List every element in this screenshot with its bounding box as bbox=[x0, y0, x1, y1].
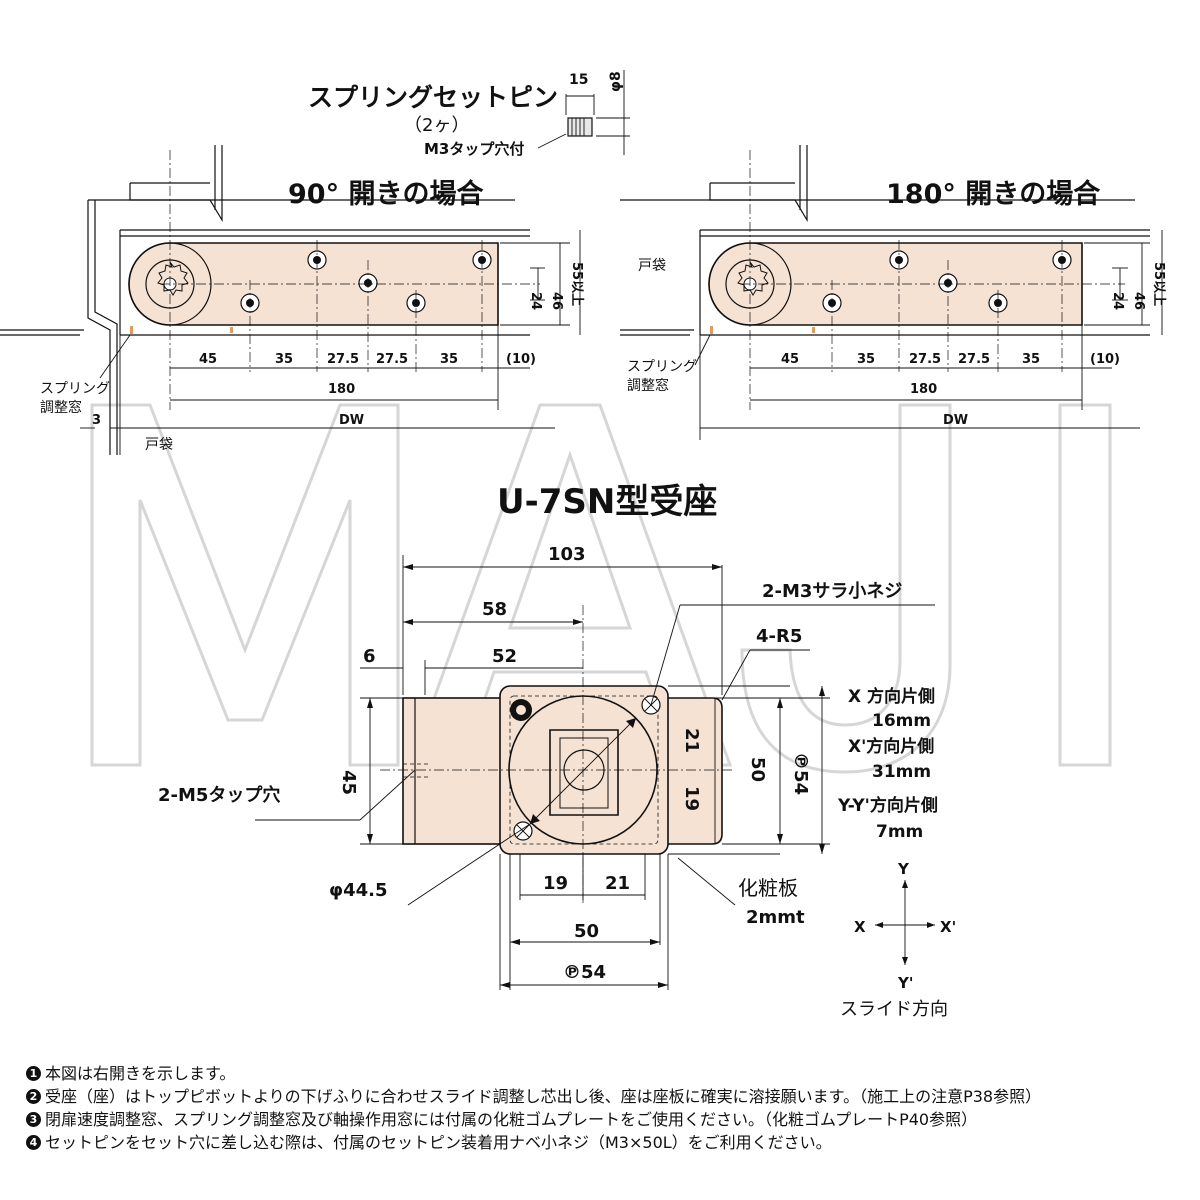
right-spring-window-2: 調整窓 bbox=[627, 377, 669, 394]
receiver-dim-103: 103 bbox=[548, 544, 586, 565]
left-dim-55: 55以上 bbox=[569, 262, 584, 306]
right-dim-27b: 27.5 bbox=[958, 352, 990, 367]
receiver-plate-label: 化粧板 bbox=[738, 876, 798, 900]
notes-list: 1 本図は右開きを示します。 2 受座（座）はトップピボットよりの下げふりに合わ… bbox=[26, 1062, 1186, 1154]
right-dim-35a: 35 bbox=[857, 352, 875, 367]
right-view-title: 180° 開きの場合 bbox=[886, 178, 1100, 210]
left-dim-180: 180 bbox=[328, 382, 355, 397]
receiver-dim-p54v: ℗54 bbox=[790, 752, 811, 795]
receiver-dim-50h: 50 bbox=[574, 921, 599, 942]
axis-x-label: X bbox=[854, 918, 866, 936]
note-text: 受座（座）はトップピボットよりの下げふりに合わせスライド調整し芯出し後、座は座板… bbox=[45, 1087, 1042, 1106]
right-dim-24: 24 bbox=[1110, 292, 1125, 310]
receiver-screw-label: 2-M3サラ小ネジ bbox=[762, 581, 902, 602]
receiver-dim-45: 45 bbox=[338, 770, 359, 795]
spring-pin-diameter: φ8 bbox=[608, 71, 624, 92]
left-view-title: 90° 開きの場合 bbox=[288, 178, 483, 210]
spring-pin-length: 15 bbox=[569, 72, 588, 88]
note-number: 3 bbox=[26, 1112, 41, 1127]
right-dim-45: 45 bbox=[781, 352, 799, 367]
axis-y-label: Y bbox=[897, 860, 910, 878]
receiver-dim-19v: 19 bbox=[681, 786, 702, 811]
slide-yy-value: 7mm bbox=[876, 822, 923, 842]
note-number: 4 bbox=[26, 1135, 41, 1150]
receiver-dim-21v: 21 bbox=[681, 728, 702, 753]
right-dim-35b: 35 bbox=[1022, 352, 1040, 367]
slide-x-label: X 方向片側 bbox=[848, 686, 935, 707]
axis-yp-label: Y' bbox=[897, 974, 913, 992]
receiver-dim-50v: 50 bbox=[747, 757, 768, 782]
note-text: 本図は右開きを示します。 bbox=[45, 1064, 236, 1083]
axis-xp-label: X' bbox=[940, 918, 956, 936]
slide-xp-label: X'方向片側 bbox=[848, 736, 934, 757]
left-tobukuro: 戸袋 bbox=[145, 437, 173, 453]
left-dim-35b: 35 bbox=[440, 352, 458, 367]
spring-pin-count: （2ヶ） bbox=[404, 115, 469, 136]
spring-pin-tap-label: M3タップ穴付 bbox=[424, 140, 524, 158]
left-dim-dw: DW bbox=[339, 413, 364, 428]
left-dim-27b: 27.5 bbox=[376, 352, 408, 367]
left-spring-window-1: スプリング bbox=[40, 381, 110, 397]
note-item: 2 受座（座）はトップピボットよりの下げふりに合わせスライド調整し芯出し後、座は… bbox=[26, 1085, 1186, 1108]
left-dim-35a: 35 bbox=[275, 352, 293, 367]
right-dim-dw: DW bbox=[943, 413, 968, 428]
spring-pin-title: スプリングセットピン bbox=[308, 83, 558, 112]
receiver-dim-21h: 21 bbox=[605, 873, 630, 894]
left-dim-10: (10) bbox=[506, 352, 536, 367]
receiver-tap-label: 2-M5タップ穴 bbox=[158, 784, 280, 806]
left-dim-24: 24 bbox=[528, 292, 543, 310]
right-dim-10: (10) bbox=[1090, 352, 1120, 367]
right-view-drawing bbox=[620, 145, 1163, 440]
watermark-logo bbox=[90, 403, 1112, 774]
left-dim-27a: 27.5 bbox=[327, 352, 359, 367]
right-dim-55: 55以上 bbox=[1151, 262, 1166, 306]
note-text: 閉扉速度調整窓、スプリング調整窓及び軸操作用窓には付属の化粧ゴムプレートをご使用… bbox=[45, 1110, 978, 1129]
receiver-title: U-7SN型受座 bbox=[497, 482, 717, 522]
note-number: 2 bbox=[26, 1089, 41, 1104]
receiver-dim-19h: 19 bbox=[543, 873, 568, 894]
receiver-phi-label: φ44.5 bbox=[329, 880, 388, 901]
right-dim-46: 46 bbox=[1131, 292, 1146, 310]
slide-yy-label: Y-Y'方向片側 bbox=[837, 795, 938, 816]
slide-xp-value: 31mm bbox=[872, 762, 931, 782]
slide-direction-label: スライド方向 bbox=[840, 999, 948, 1020]
left-dim-46: 46 bbox=[549, 292, 564, 310]
left-dim-3: 3 bbox=[92, 413, 101, 428]
receiver-drawing bbox=[255, 555, 935, 990]
receiver-dim-6: 6 bbox=[363, 646, 376, 667]
right-dim-180: 180 bbox=[910, 382, 937, 397]
left-view-drawing bbox=[0, 145, 581, 455]
receiver-dim-58: 58 bbox=[482, 599, 507, 620]
note-text: セットピンをセット穴に差し込む際は、付属のセットピン装着用ナベ小ネジ（M3×50… bbox=[45, 1133, 832, 1152]
note-item: 3 閉扉速度調整窓、スプリング調整窓及び軸操作用窓には付属の化粧ゴムプレートをご… bbox=[26, 1108, 1186, 1131]
right-dim-27a: 27.5 bbox=[909, 352, 941, 367]
spring-pin-figure bbox=[537, 70, 630, 155]
left-spring-window-2: 調整窓 bbox=[40, 399, 82, 416]
receiver-r5-label: 4-R5 bbox=[756, 626, 802, 647]
receiver-plate-thickness: 2mmt bbox=[746, 907, 805, 928]
receiver-dim-p54h: ℗54 bbox=[563, 962, 606, 983]
slide-x-value: 16mm bbox=[872, 711, 931, 731]
left-dim-45: 45 bbox=[199, 352, 217, 367]
note-item: 1 本図は右開きを示します。 bbox=[26, 1062, 1186, 1085]
receiver-dim-52: 52 bbox=[492, 646, 517, 667]
right-spring-window-1: スプリング bbox=[627, 359, 697, 375]
note-item: 4 セットピンをセット穴に差し込む際は、付属のセットピン装着用ナベ小ネジ（M3×… bbox=[26, 1131, 1186, 1154]
right-tobukuro: 戸袋 bbox=[638, 258, 666, 274]
note-number: 1 bbox=[26, 1066, 41, 1081]
